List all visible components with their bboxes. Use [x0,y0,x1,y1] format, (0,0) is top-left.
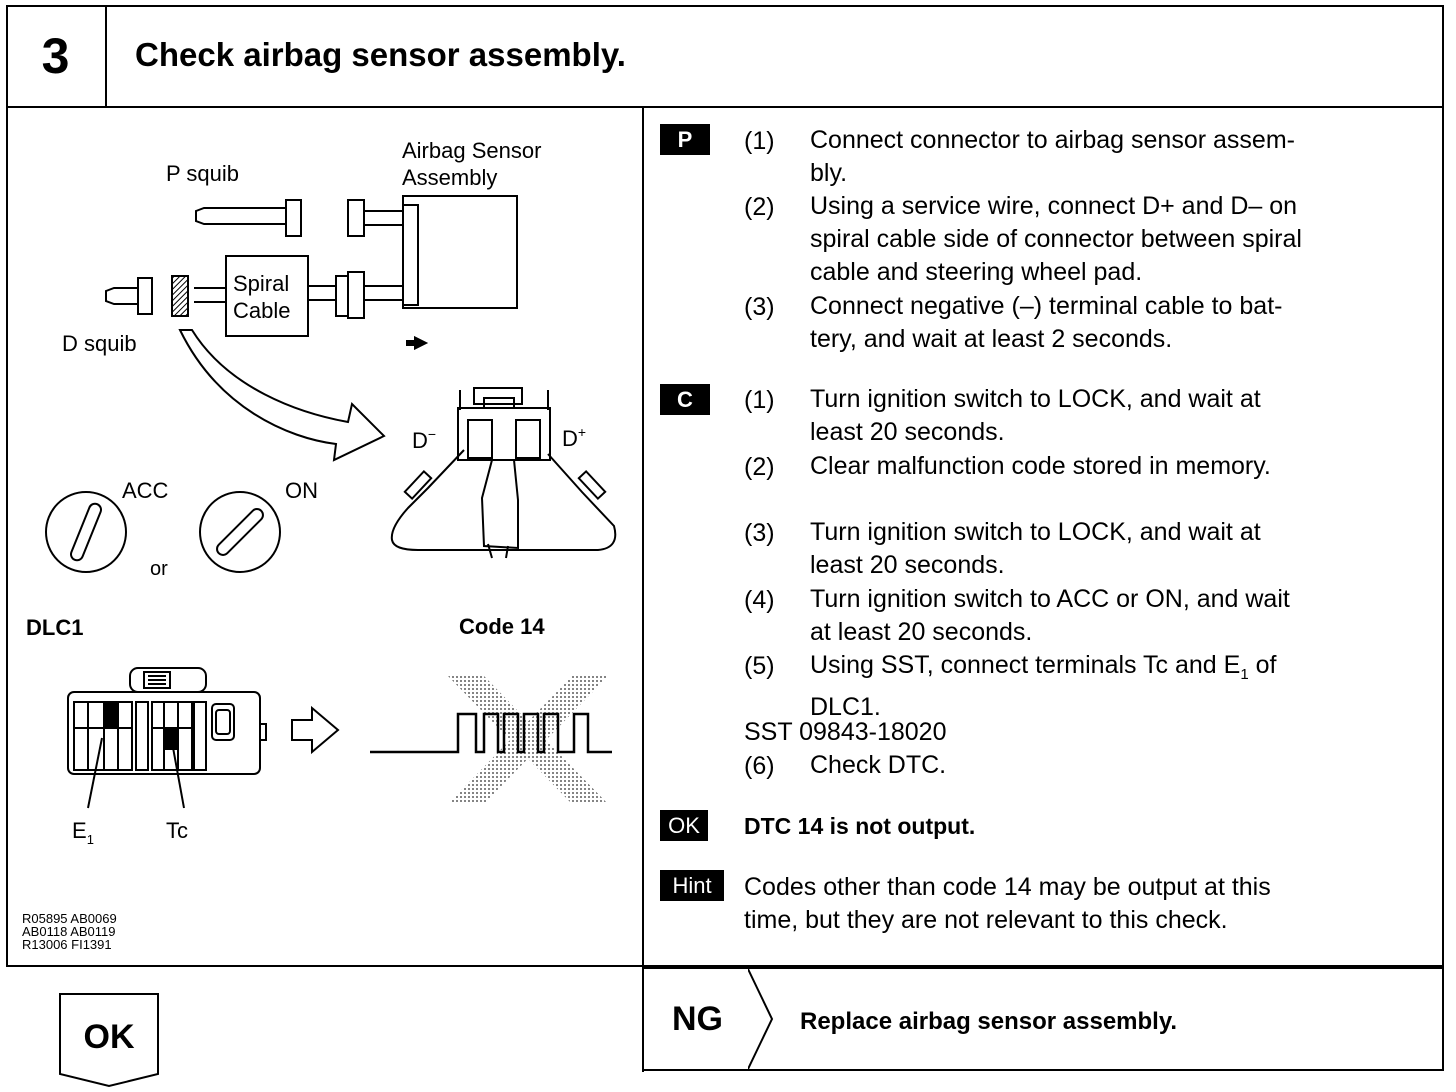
e1-terminal [104,702,118,728]
p-squib-connector [195,199,302,237]
d-plus-label: D+ [562,424,586,451]
text-line: tery, and wait at least 2 seconds. [810,325,1173,353]
figure-code: AB0118 AB0119 [22,924,116,939]
check-step-text: Turn ignition switch to LOCK, and wait a… [810,516,1410,582]
d-minus-label: D− [412,426,436,453]
p-squib-label: P squib [166,161,239,186]
step-number: 3 [41,27,70,84]
prepare-badge: P [660,124,710,155]
dlc1-label: DLC1 [26,615,83,640]
step-title: Check airbag sensor assembly. [135,36,626,73]
ok-result-arrow: OK [59,993,159,1088]
header-divider [6,106,1444,108]
text-line: Turn ignition switch to LOCK, and wait a… [810,518,1261,546]
prepare-step-text: Using a service wire, connect D+ and D– … [810,190,1410,289]
check-step-num: (4) [744,586,775,614]
connect-arrows [406,336,428,350]
text-line: time, but they are not relevant to this … [744,906,1228,934]
text-line: Connect negative (–) terminal cable to b… [810,292,1283,320]
check-step-text: Turn ignition switch to ACC or ON, and w… [810,583,1410,649]
column-divider [642,106,644,1072]
spiral-connector-service-wire [390,387,617,559]
airbag-sensor-label-1: Airbag Sensor [402,138,541,163]
prepare-step-text: Connect negative (–) terminal cable to b… [810,290,1410,356]
ok-result-label: OK [84,1018,135,1056]
d-squib-label: D squib [62,331,137,356]
airbag-sensor-label-2: Assembly [402,165,497,190]
code14-waveform [370,712,612,754]
text-line: Connect connector to airbag sensor assem… [810,126,1295,154]
tc-label: Tc [166,818,188,843]
sst-number: SST 09843-18020 [744,718,947,746]
code14-cross [448,676,608,804]
ng-action: Replace airbag sensor assembly. [800,1008,1178,1035]
e1-label: E1 [72,818,94,847]
figure-codes: R05895 AB0069 AB0118 AB0119 R13006 FI139… [22,912,117,951]
check-step-num: (6) [744,752,775,780]
curved-arrow [178,329,386,462]
text-line: Using a service wire, connect D+ and D– … [810,192,1298,220]
d-squib-connector [105,275,189,317]
hint-badge: Hint [660,870,724,901]
ignition-switch-acc [45,491,127,573]
airbag-diagram: Airbag Sensor Assembly P squib D squib S… [26,138,617,847]
spiral-cable [194,255,336,337]
text-line: at least 20 seconds. [810,618,1033,646]
check-step-text: Using SST, connect terminals Tc and E1 o… [810,649,1410,724]
code14-label: Code 14 [459,614,545,639]
airbag-sensor-assembly [335,195,518,319]
text-line: least 20 seconds. [810,418,1005,446]
ng-label: NG [672,1000,723,1038]
check-step-num: (2) [744,453,775,481]
spiral-cable-label-2: Cable [233,298,290,323]
check-step-text: Clear malfunction code stored in memory. [810,450,1410,483]
text-line: Turn ignition switch to ACC or ON, and w… [810,585,1290,613]
check-badge: C [660,384,710,415]
text-line: bly. [810,159,848,187]
check-step-text: Check DTC. [810,751,947,779]
hint-text: Codes other than code 14 may be output a… [744,871,1414,937]
hollow-arrow [291,705,340,755]
on-label: ON [285,478,318,503]
ignition-switch-on [199,491,281,573]
text-line: DLC1. [810,693,881,721]
step-frame [6,5,1444,967]
figure-code: R05895 AB0069 [22,911,117,926]
figure-code: R13006 FI1391 [22,937,112,952]
text-line: Using SST, connect terminals Tc and E1 o… [810,651,1277,683]
prepare-step-num: (3) [744,293,775,321]
check-step-num: (3) [744,519,775,547]
or-label: or [150,558,168,580]
spiral-cable-label-1: Spiral [233,271,289,296]
acc-label: ACC [122,478,169,503]
prepare-step-num: (2) [744,193,775,221]
ng-chevron [748,969,774,1069]
tc-terminal [164,728,178,750]
prepare-step-num: (1) [744,127,775,155]
text-line: Codes other than code 14 may be output a… [744,873,1271,901]
text-line: cable and steering wheel pad. [810,258,1143,286]
ok-text: DTC 14 is not output. [744,813,976,839]
prepare-step-text: Connect connector to airbag sensor assem… [810,124,1410,190]
check-step-text: Turn ignition switch to LOCK, and wait a… [810,383,1410,449]
ok-badge: OK [660,810,708,841]
check-step-num: (1) [744,386,775,414]
step-number-divider [105,5,107,106]
text-line: Turn ignition switch to LOCK, and wait a… [810,385,1261,413]
ng-result-box [642,967,1444,1071]
check-step-num: (5) [744,652,775,680]
text-line: spiral cable side of connector between s… [810,225,1302,253]
text-line: least 20 seconds. [810,551,1005,579]
text-line: Clear malfunction code stored in memory. [810,452,1271,480]
